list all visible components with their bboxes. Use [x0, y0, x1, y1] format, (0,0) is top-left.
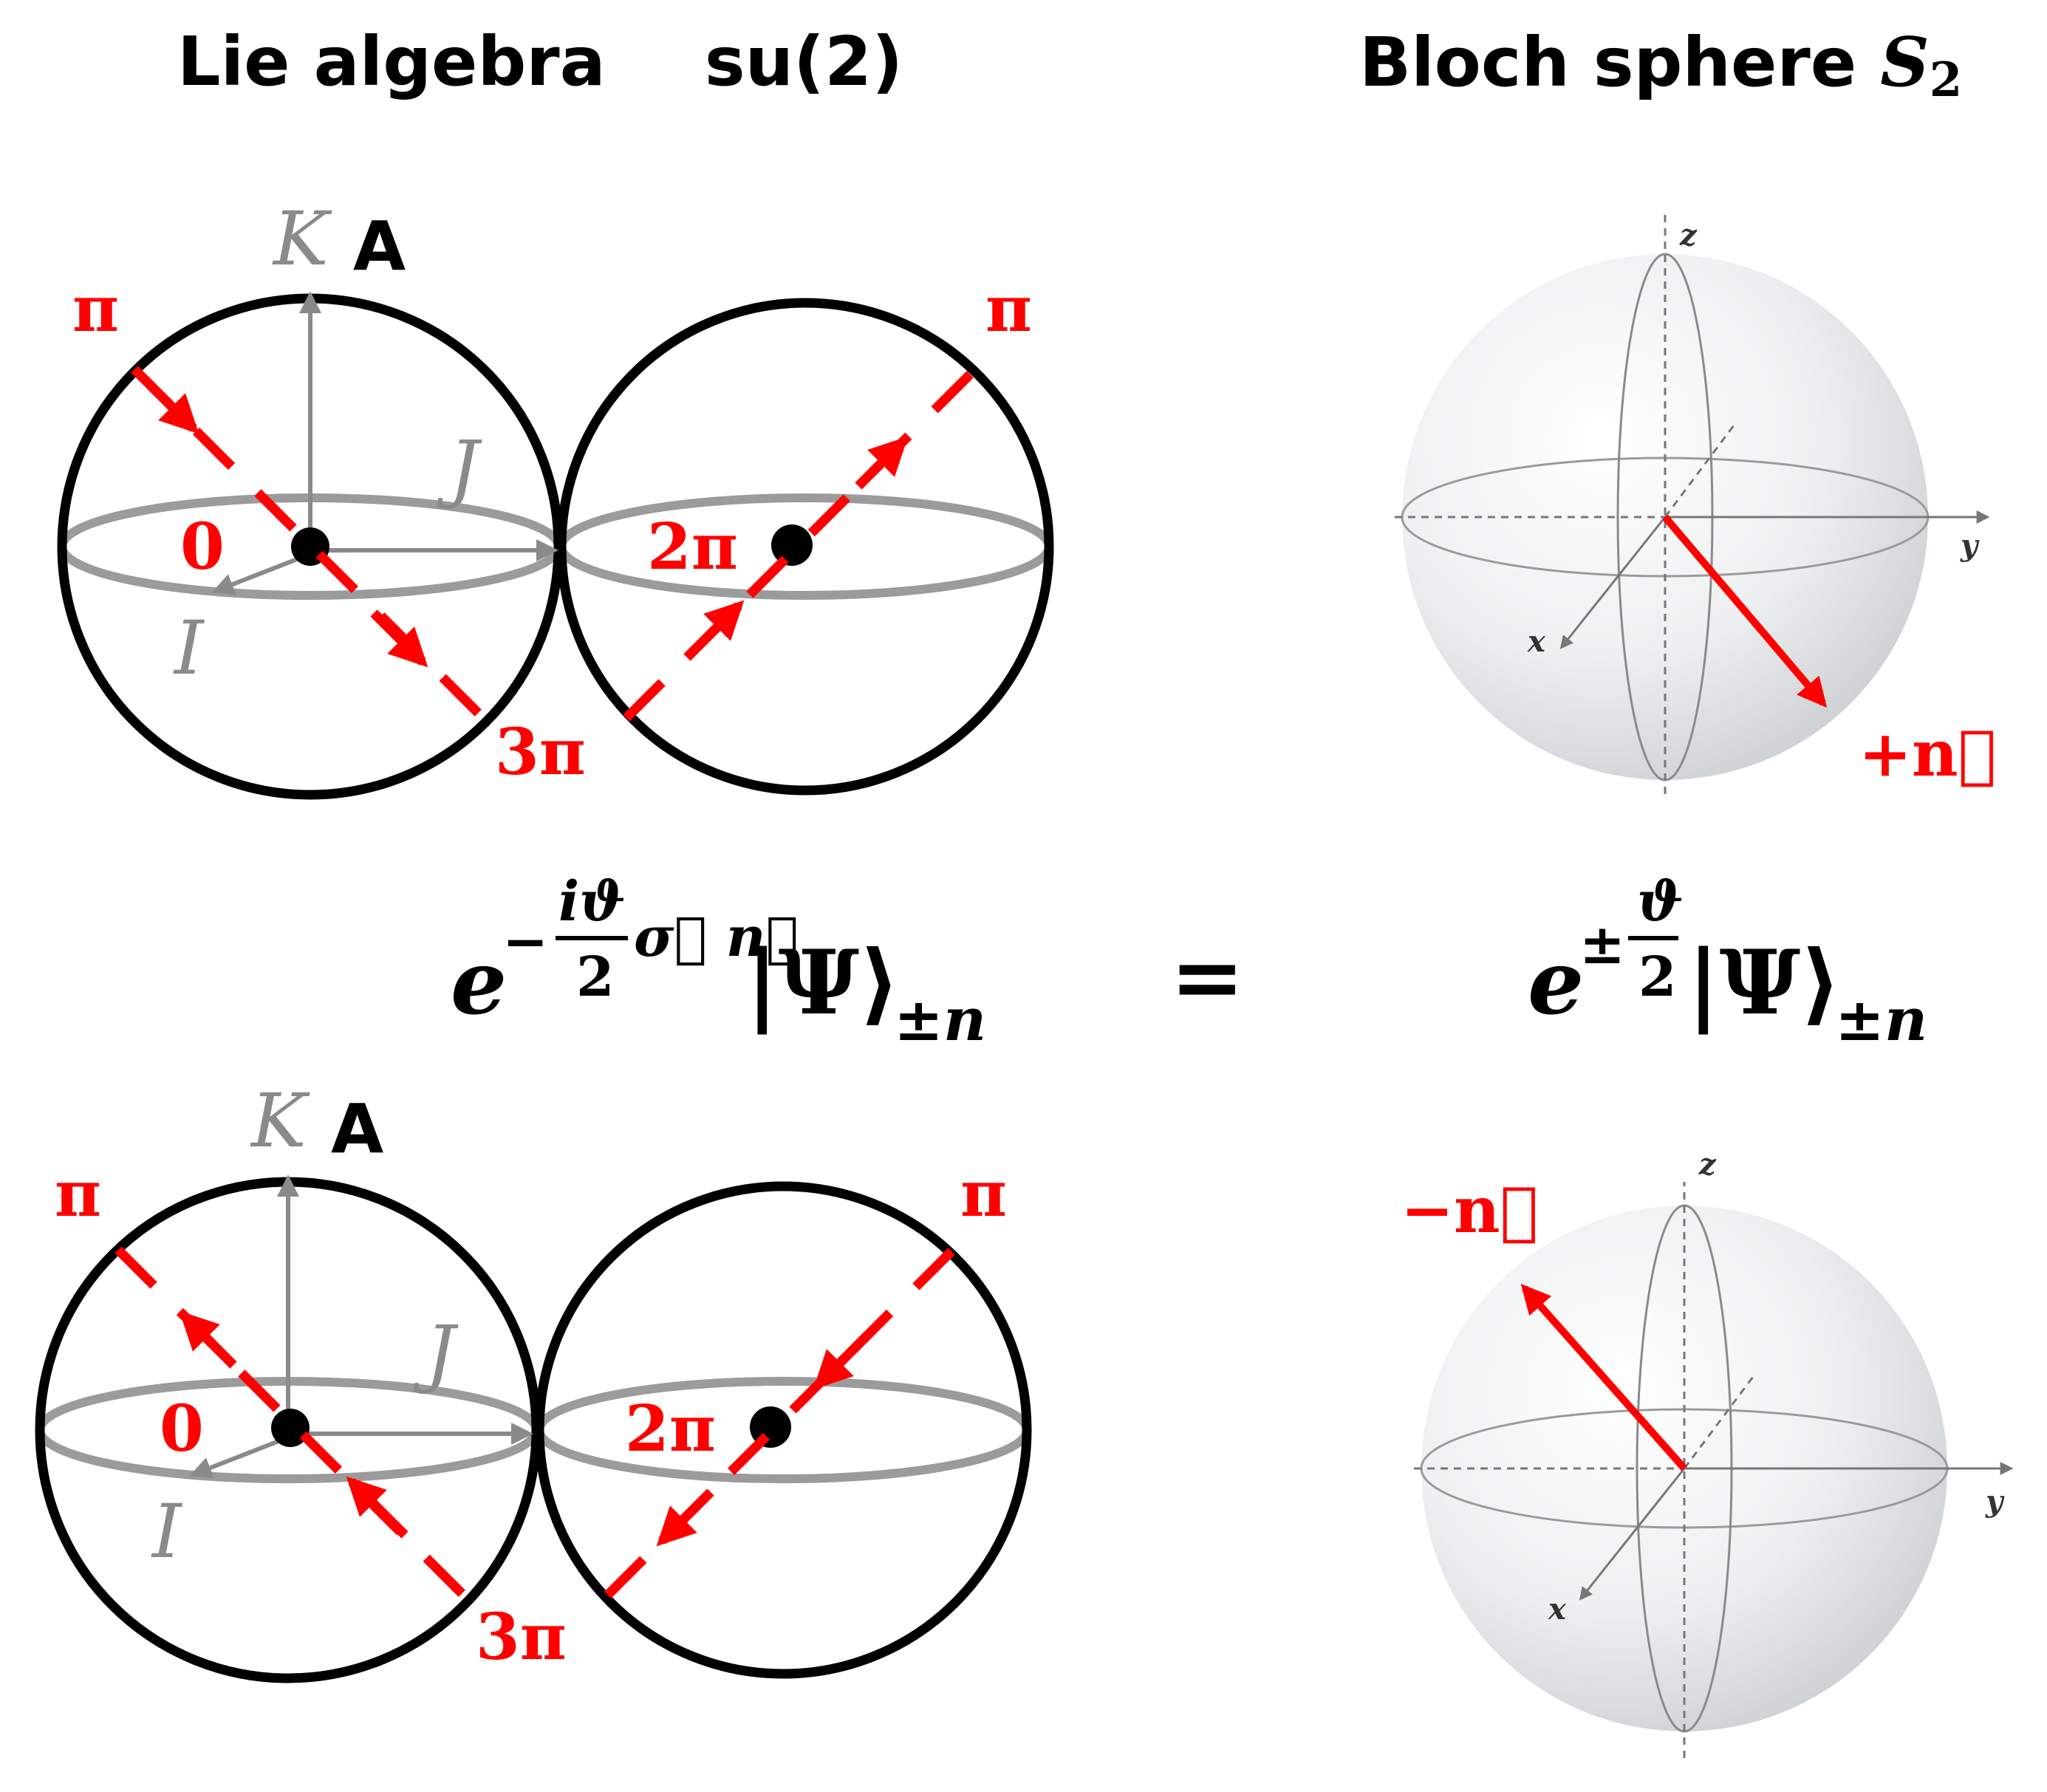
- right-ball-outline: [534, 1181, 1032, 1679]
- x-axis-arrow: [1559, 516, 1667, 649]
- origin-dot: [271, 1409, 310, 1447]
- rotation-equation: e − iϑ 2 σ⃗ n⃗ |Ψ⟩ ±n = e ± ϑ 2 |Ψ⟩ ±n: [451, 870, 1927, 1054]
- bloch-sphere-bottom: z y x −n⃗: [1401, 1147, 2014, 1758]
- label-pi-left: π: [72, 272, 119, 346]
- equals-sign: =: [1170, 925, 1245, 1029]
- bloch-sphere-title-text: Bloch sphere: [1359, 23, 1857, 102]
- left-flow-arrow-1: [141, 376, 199, 434]
- lhs-exponent-tail: σ⃗ n⃗: [634, 906, 799, 969]
- s2-symbol: S2: [1880, 22, 1963, 108]
- two-pi-dot: [771, 524, 813, 566]
- label-three-pi: 3π: [495, 715, 586, 790]
- rhs-exponent-numerator: ϑ: [1637, 870, 1684, 934]
- rhs-exponent-denominator: 2: [1638, 945, 1677, 1009]
- y-axis-label: y: [1985, 1484, 2005, 1519]
- rhs-ket: |Ψ⟩: [1687, 931, 1841, 1035]
- rhs-exponent-sign: ±: [1579, 913, 1625, 977]
- lie-algebra-title-text: Lie algebra: [177, 22, 606, 101]
- bloch-sphere-title: Bloch sphere S2: [1359, 22, 1963, 108]
- label-pi-right: π: [985, 272, 1032, 346]
- label-three-pi: 3π: [476, 1600, 567, 1675]
- lhs-ket: |Ψ⟩: [746, 931, 900, 1035]
- plus-n-label: +n⃗: [1859, 717, 1996, 791]
- x-axis-arrow: [1579, 1468, 1686, 1601]
- lhs-exponent-numerator: iϑ: [558, 870, 626, 934]
- minus-n-vector: [1520, 1284, 1687, 1471]
- label-pi-right: π: [960, 1157, 1007, 1231]
- lhs-exponent-sign: −: [502, 910, 548, 974]
- right-flow-arrow-1: [813, 1332, 871, 1390]
- i-axis-label: I: [151, 1488, 183, 1575]
- plus-n-vector: [1662, 514, 1828, 708]
- right-flow-arrow-2: [656, 1488, 714, 1547]
- lie-algebra-title: Lie algebra su(2): [177, 22, 903, 101]
- i-axis-arrow: [211, 552, 312, 595]
- j-axis-label: J: [437, 425, 482, 511]
- right-ball-outline: [556, 298, 1054, 796]
- label-zero: 0: [180, 510, 225, 584]
- x-axis-label: x: [1527, 624, 1546, 659]
- x-axis-dashed: [1683, 1373, 1757, 1469]
- k-axis-label: K: [272, 196, 332, 282]
- minus-n-label: −n⃗: [1401, 1173, 1538, 1248]
- bloch-sphere-top: z y x +n⃗: [1395, 214, 1996, 794]
- right-flow-arrow-2: [855, 436, 909, 490]
- lhs-exponential-base: e: [451, 931, 507, 1035]
- z-axis-label: z: [1698, 1147, 1717, 1182]
- rhs-ket-subscript: ±n: [1835, 985, 1927, 1054]
- label-zero: 0: [160, 1392, 204, 1466]
- left-flow-arrow-2: [370, 609, 428, 668]
- left-flow-arrow-1: [179, 1310, 237, 1369]
- i-axis-label: I: [173, 605, 205, 691]
- z-axis-label: z: [1679, 218, 1698, 253]
- j-axis-label: J: [413, 1310, 459, 1396]
- lie-diagram-top: K A J I π π 0 2π 3π: [57, 196, 1054, 800]
- label-pi-left: π: [55, 1157, 101, 1231]
- su2-symbol: su(2): [704, 22, 903, 101]
- rhs-exponential-base: e: [1528, 931, 1584, 1035]
- lhs-exponent-denominator: 2: [576, 945, 615, 1009]
- label-two-pi: 2π: [625, 1392, 716, 1466]
- panel-label-a-bottom: A: [331, 1090, 383, 1169]
- x-axis-dashed: [1664, 422, 1737, 518]
- label-two-pi: 2π: [647, 510, 738, 584]
- panel-label-a-top: A: [353, 207, 406, 286]
- y-axis-label: y: [1960, 528, 1980, 563]
- lhs-ket-subscript: ±n: [894, 985, 986, 1054]
- lie-diagram-bottom: K A J I π π 0 2π 3π: [35, 1078, 1032, 1683]
- k-axis-label: K: [250, 1078, 310, 1164]
- right-flow-arrow-1: [683, 600, 745, 661]
- i-axis-arrow: [189, 1435, 290, 1479]
- left-flow-arrow-2: [346, 1476, 409, 1539]
- x-axis-label: x: [1548, 1592, 1567, 1627]
